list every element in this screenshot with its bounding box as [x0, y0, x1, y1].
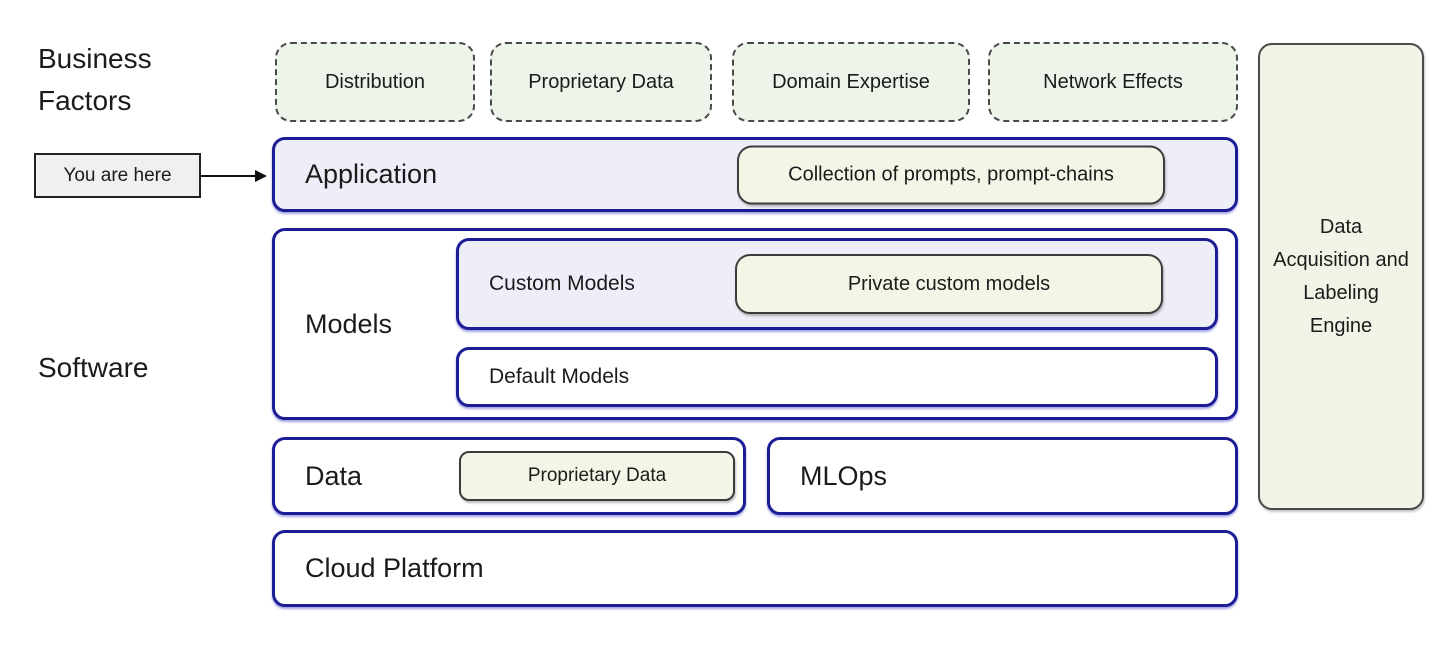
cloud-platform-layer-box: Cloud Platform: [272, 530, 1238, 607]
default-models-label: Default Models: [489, 365, 630, 388]
custom-models-pill: Private custom models: [735, 254, 1163, 314]
business-factor-label: Domain Expertise: [772, 70, 930, 93]
you-are-here-box: You are here: [34, 153, 201, 198]
business-factor-label: Network Effects: [1043, 70, 1183, 93]
business-factors-label: Business Factors: [38, 43, 152, 116]
you-are-here-label: You are here: [63, 164, 172, 186]
business-factor-network-effects: Network Effects: [988, 42, 1238, 122]
application-pill-label: Collection of prompts, prompt-chains: [788, 163, 1114, 185]
application-label: Application: [305, 159, 438, 189]
business-factor-domain-expertise: Domain Expertise: [732, 42, 970, 122]
business-factor-distribution: Distribution: [275, 42, 475, 122]
data-proprietary-pill-label: Proprietary Data: [527, 465, 667, 486]
data-label: Data: [305, 460, 363, 491]
default-models-box: Default Models: [456, 347, 1218, 407]
data-acquisition-panel-label: Data Acquisition and Labeling Engine: [1273, 215, 1409, 337]
data-proprietary-pill: Proprietary Data: [459, 451, 735, 501]
software-label: Software: [38, 352, 149, 383]
mlops-label: MLOps: [800, 460, 888, 491]
data-layer-box: Data Proprietary Data: [272, 437, 746, 515]
business-factor-proprietary-data: Proprietary Data: [490, 42, 712, 122]
models-layer-box: Models Custom Models Private custom mode…: [272, 228, 1238, 420]
you-are-here-arrow-icon: [201, 170, 267, 182]
business-factor-label: Distribution: [324, 70, 426, 93]
application-pill: Collection of prompts, prompt-chains: [737, 145, 1165, 204]
mlops-layer-box: MLOps: [767, 437, 1238, 515]
custom-models-label: Custom Models: [489, 272, 635, 295]
business-factor-label: Proprietary Data: [528, 70, 674, 93]
custom-models-pill-label: Private custom models: [847, 272, 1051, 295]
cloud-platform-label: Cloud Platform: [305, 553, 484, 583]
models-label: Models: [305, 308, 393, 339]
application-layer-box: Application Collection of prompts, promp…: [272, 137, 1238, 212]
custom-models-box: Custom Models Private custom models: [456, 238, 1218, 330]
data-acquisition-panel: Data Acquisition and Labeling Engine: [1258, 43, 1424, 510]
